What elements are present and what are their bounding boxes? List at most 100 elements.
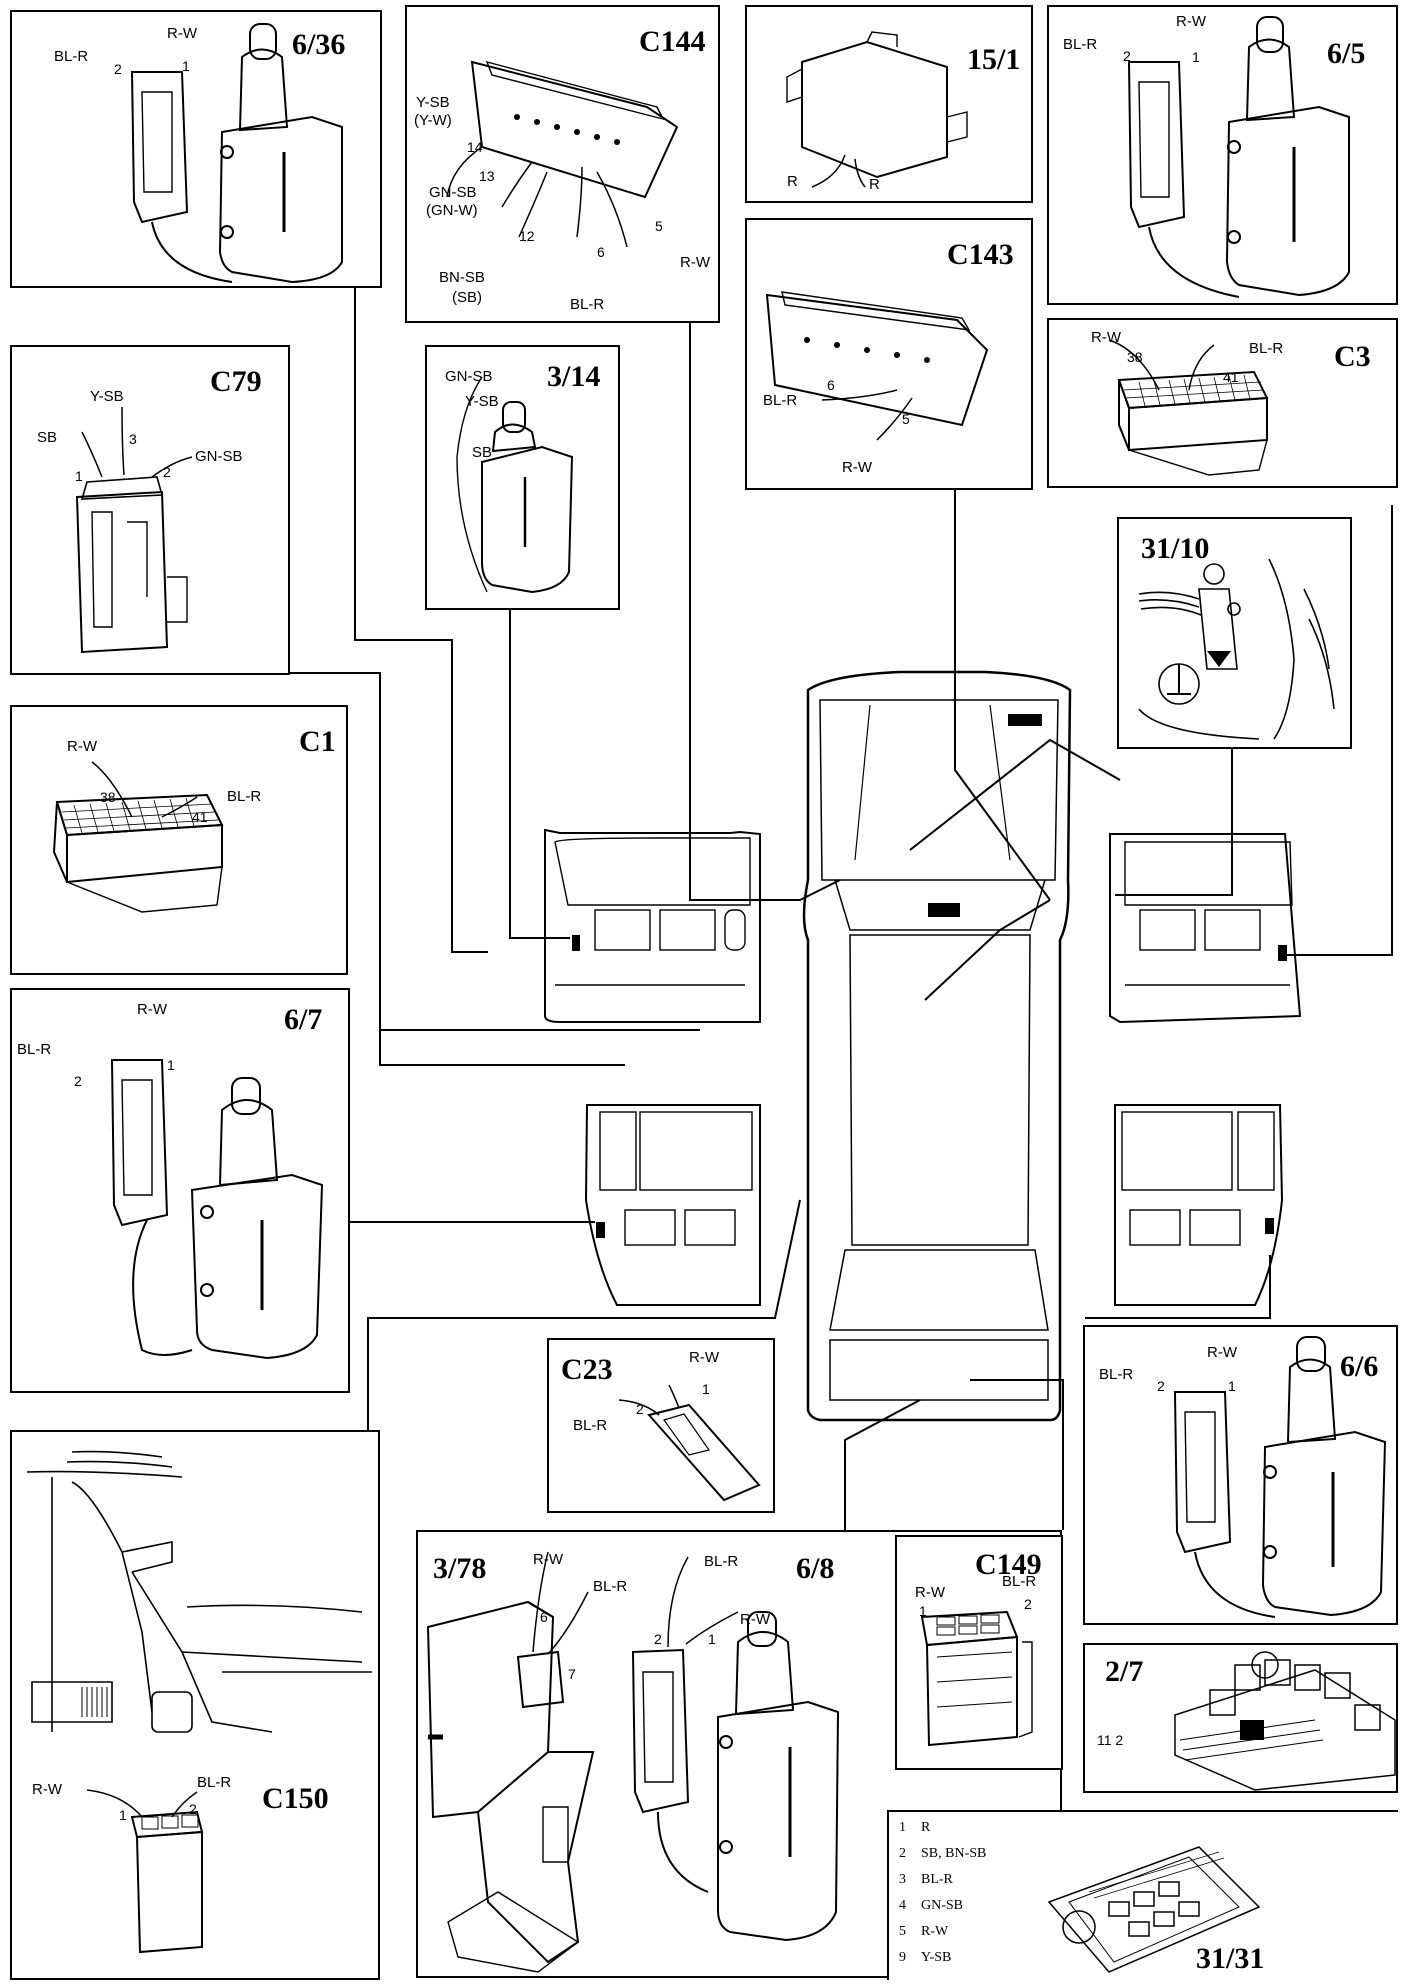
pin-number: 1	[1192, 49, 1200, 65]
pin-number: 2	[654, 1631, 662, 1647]
wire-label: R-W	[137, 1001, 167, 1018]
wire-label: BL-R	[704, 1553, 739, 1570]
pin-number: 6	[597, 244, 605, 260]
panel-module-15-1: 15/1 R R	[745, 5, 1033, 203]
pin-number: 2	[1123, 48, 1131, 64]
panel-title: C3	[1334, 340, 1371, 373]
connector-illustration	[920, 1610, 1033, 1747]
pin-number: 1	[75, 468, 83, 484]
pin-number: 41	[192, 809, 208, 825]
actuator-illustration	[456, 376, 574, 594]
panel-title: C143	[947, 238, 1014, 271]
panel-fuse-box-2-7: 2/7 11 2	[1083, 1643, 1398, 1793]
pin-number: 2	[114, 61, 122, 77]
panel-title: C23	[561, 1353, 613, 1386]
pin-number: 2	[1024, 1596, 1032, 1612]
wire-label: BL-R	[763, 392, 798, 409]
wire-label: Y-SB	[465, 393, 499, 410]
wire-label: R	[787, 173, 798, 190]
wire-label: (GN-W)	[426, 202, 478, 219]
car-outline	[802, 670, 1072, 1422]
wire-label: SB	[37, 429, 58, 446]
wire-label: (SB)	[452, 289, 482, 306]
panel-title: C1	[299, 725, 336, 758]
wire-label: SB	[472, 444, 493, 461]
lock-motor-illustration	[1173, 1336, 1387, 1618]
ground-point-illustration	[1138, 558, 1335, 740]
latch-and-motor-illustration	[426, 1551, 840, 1973]
module-illustration	[786, 31, 968, 188]
wire-label: BL-R	[17, 1041, 52, 1058]
pin-number: 1	[919, 1603, 927, 1619]
front-right-door	[1109, 833, 1302, 1024]
wire-label: R-W	[533, 1551, 563, 1568]
wire-label: R-W	[1091, 329, 1121, 346]
pin-number: 6	[540, 1609, 548, 1625]
panel-title: C150	[262, 1782, 329, 1815]
fuse-box-illustration	[1174, 1651, 1396, 1791]
panel-connector-c79: C79 Y-SB SB GN-SB 3 1 2	[10, 345, 290, 675]
wire-label: BL-R	[197, 1774, 232, 1791]
panel-connector-c23: C23 R-W BL-R 1 2	[547, 1338, 775, 1513]
panel-lock-motor-6-6: 6/6 BL-R R-W 2 1	[1083, 1325, 1398, 1625]
control-module-marker	[1008, 714, 1042, 726]
lock-motor-illustration	[130, 23, 343, 284]
wire-label: BL-R	[573, 1417, 608, 1434]
wire-label: R-W	[32, 1781, 62, 1798]
panel-title: C149	[975, 1548, 1042, 1581]
pin-number: 1	[119, 1807, 127, 1823]
lock-motor-illustration	[1127, 16, 1350, 298]
panel-title: C144	[639, 25, 706, 58]
pin-number: 38	[1127, 349, 1143, 365]
pin-number: 2	[74, 1073, 82, 1089]
pin-number: 12	[519, 228, 535, 244]
pin-number: 3	[129, 431, 137, 447]
panel-lock-motor-6-36: 6/36 BL-R R-W 2 1	[10, 10, 382, 288]
wire-label: BL-R	[1249, 340, 1284, 357]
wire-label: R-W	[740, 1611, 770, 1628]
wire-label: R-W	[915, 1584, 945, 1601]
panel-ground-point-31-10: 31/10	[1117, 517, 1352, 749]
wire-label: BL-R	[1002, 1573, 1037, 1590]
panel-title: 3/14	[547, 360, 601, 393]
pin-number: 1	[182, 58, 190, 74]
pin-number: 2	[189, 1801, 197, 1817]
relay-box-illustration	[1047, 1846, 1261, 1973]
panel-title: 6/5	[1327, 37, 1366, 70]
panel-title: 31/10	[1141, 532, 1210, 565]
panel-title: 6/36	[292, 28, 346, 61]
central-connector-marker	[928, 903, 960, 917]
wire-label: BL-R	[227, 788, 262, 805]
panel-title-secondary: 31/31	[1196, 1942, 1265, 1975]
pin-number: 14	[467, 139, 483, 155]
connector-illustration	[765, 291, 989, 441]
wire-label: (Y-W)	[414, 112, 452, 129]
rear-left-door	[584, 1104, 761, 1306]
connector-illustration	[1108, 339, 1269, 476]
panel-title: C79	[210, 365, 262, 398]
wire-label: R-W	[689, 1349, 719, 1366]
wire-label: GN-SB	[195, 448, 243, 465]
wire-label: R	[869, 176, 880, 193]
pin-number: 2	[1157, 1378, 1165, 1394]
body-location-illustration	[26, 1450, 372, 1954]
pin-number: 5	[655, 218, 663, 234]
panel-connector-c1: C1 R-W BL-R 38 41	[10, 705, 348, 975]
panel-connector-c3: C3 R-W BL-R 38 41	[1047, 318, 1398, 488]
rear-right-door	[1114, 1104, 1284, 1306]
wire-label: R-W	[1176, 13, 1206, 30]
pin-number: 1	[708, 1631, 716, 1647]
pin-number: 1	[1228, 1378, 1236, 1394]
wire-label: R-W	[67, 738, 97, 755]
pin-number: 6	[827, 377, 835, 393]
pin-number: 2	[636, 1401, 644, 1417]
connector-illustration	[446, 60, 679, 248]
panel-connector-c143: C143 BL-R R-W 6 5	[745, 218, 1033, 490]
connector-illustration	[75, 406, 193, 654]
pin-number: 38	[100, 789, 116, 805]
